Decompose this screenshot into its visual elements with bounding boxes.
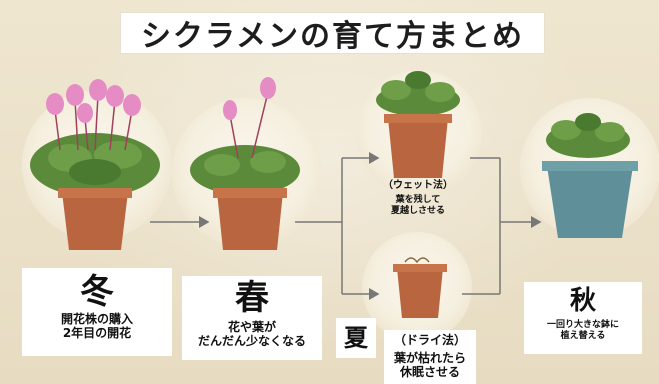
spring-season: 春 (235, 278, 269, 318)
summer-season: 夏 (344, 324, 368, 352)
autumn-season: 秋 (569, 286, 596, 316)
wet-method-note: （ウェット法） 葉を残して 夏越しさせる (368, 180, 468, 217)
spring-plant-illustration (190, 77, 300, 250)
dry-plant-illustration (393, 257, 447, 318)
spring-line-2: だんだん少なくなる (197, 334, 306, 348)
winter-line-2: 2年目の開花 (62, 326, 132, 340)
autumn-label-box: 秋 一回り大きな鉢に 植え替える (524, 282, 642, 354)
dry-line-2: 休眠させる (399, 365, 460, 379)
summer-label-box: 夏 (336, 318, 376, 358)
wet-method-title: （ウェット法） (383, 180, 453, 191)
autumn-plant-illustration (542, 113, 638, 238)
winter-season: 冬 (80, 272, 114, 312)
autumn-line-2: 植え替える (560, 331, 606, 341)
dry-line-1: 葉が枯れたら (393, 351, 466, 365)
wet-plant-illustration (376, 71, 460, 178)
winter-plant-illustration (30, 79, 160, 250)
autumn-line-1: 一回り大きな鉢に (546, 320, 619, 330)
page-title: シクラメンの育て方まとめ (120, 12, 545, 54)
wet-line-2: 夏越しさせる (390, 206, 445, 216)
winter-label-box: 冬 開花株の購入 2年目の開花 (22, 268, 172, 356)
winter-line-1: 開花株の購入 (60, 312, 133, 326)
spring-label-box: 春 花や葉が だんだん少なくなる (182, 276, 322, 360)
dry-method-title: （ドライ法） (393, 333, 466, 347)
spring-line-1: 花や葉が (227, 320, 276, 334)
dry-label-box: （ドライ法） 葉が枯れたら 休眠させる (384, 330, 476, 384)
wet-line-1: 葉を残して (395, 195, 441, 205)
